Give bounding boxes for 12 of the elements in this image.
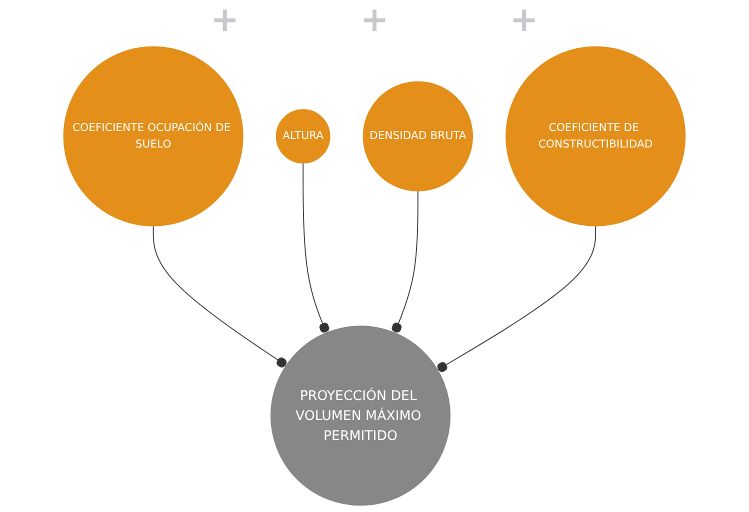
connector: [392, 190, 418, 334]
connector: [437, 225, 596, 372]
node-circle: COEFICIENTE OCUPACIÓN DE SUELO: [63, 46, 244, 226]
node-circle: ALTURA: [276, 109, 330, 164]
plus-sign: +: [510, 0, 538, 40]
connector: [152, 225, 287, 368]
node-circle: COEFICIENTE DE CONSTRUCTIBILIDAD: [506, 46, 686, 226]
plus-sign: +: [360, 0, 389, 40]
plus-sign: +: [210, 0, 240, 40]
connector: [302, 162, 330, 334]
node-circle: PROYECCIÓN DEL VOLUMEN MÁXIMO PERMITIDO: [270, 326, 451, 506]
node-circle: DENSIDAD BRUTA: [362, 81, 474, 192]
